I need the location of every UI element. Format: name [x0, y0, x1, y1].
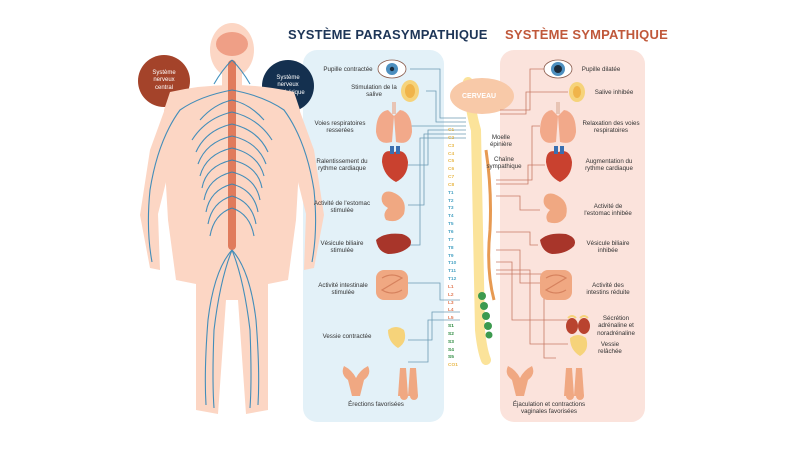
vertebra-c6: C6: [448, 167, 455, 173]
vertebra-t7: T7: [448, 237, 454, 243]
central-label: Système nerveux central: [152, 69, 176, 91]
sympathetic-title: SYSTÈME SYMPATHIQUE: [505, 27, 668, 42]
vertebra-t3: T3: [448, 206, 454, 212]
vertebra-c5: C5: [448, 159, 455, 165]
vertebra-l5: L5: [448, 316, 454, 322]
liver-icon-2: [540, 233, 575, 254]
lungs-icon-2: [540, 102, 576, 143]
stomach-icon-2: [543, 193, 567, 224]
vertebra-c8: C8: [448, 182, 455, 188]
vertebra-s4: S4: [448, 347, 454, 353]
uterus-icon: [342, 366, 370, 396]
symp-stomach-label: Activité de l'estomac inhibée: [584, 203, 632, 218]
vertebra-s1: S1: [448, 324, 454, 330]
vertebra-t10: T10: [448, 261, 457, 267]
uterus-icon-2: [506, 366, 534, 396]
symp-bladder-label: Vessie relâchée: [598, 341, 622, 356]
vertebrae-column: C1 C2 C3 C4 C5 C6 C7 C8 T1 T2 T3 T4 T5 T…: [448, 127, 458, 370]
vertebra-l3: L3: [448, 300, 454, 306]
liver-icon: [376, 233, 411, 254]
vertebra-c2: C2: [448, 135, 455, 141]
parasympathetic-panel: [303, 50, 444, 422]
vertebra-c1: C1: [448, 128, 455, 133]
brain-icon: [216, 32, 248, 56]
symp-intestine-label: Activité des intestins réduite: [586, 282, 630, 297]
spinal-cord-label: Moelle épinière: [489, 134, 513, 149]
vertebra-l1: L1: [448, 284, 454, 290]
vertebra-t2: T2: [448, 198, 454, 204]
dilated-eye-icon: [543, 59, 573, 79]
heart-icon: [382, 146, 408, 182]
symp-saliva-label: Salive inhibée: [594, 89, 634, 96]
para-stomach-label: Activité de l'estomac stimulée: [313, 200, 371, 215]
salivary-gland-icon: [401, 80, 419, 102]
stomach-icon: [381, 191, 405, 222]
bladder-icon-2: [570, 335, 588, 356]
para-intestine-label: Activité intestinale stimulée: [318, 282, 368, 297]
heart-icon-2: [546, 146, 572, 182]
vertebra-t12: T12: [448, 277, 457, 283]
symp-ejaculation-label: Éjaculation et contractions vaginales fa…: [512, 401, 586, 416]
human-body-figure: [140, 23, 324, 414]
adrenal-gland-icon: [566, 315, 590, 334]
vertebra-t1: T1: [448, 190, 454, 196]
para-pupil-label: Pupille contractée: [323, 66, 373, 73]
vertebra-s5: S5: [448, 355, 454, 361]
salivary-gland-icon-2: [569, 82, 585, 102]
intestine-icon: [376, 270, 408, 300]
vertebra-co1: CO1: [448, 363, 458, 369]
intestine-icon-2: [540, 270, 572, 300]
vertebra-t11: T11: [448, 269, 457, 275]
para-gallbladder-label: Vésicule biliaire stimulée: [320, 240, 364, 255]
central-brain-icon: [450, 78, 514, 114]
symp-heart-label: Augmentation du rythme cardiaque: [585, 158, 633, 173]
sympathetic-chain-label: Chaîne sympathique: [486, 156, 522, 171]
vertebra-c4: C4: [448, 151, 455, 157]
parasympathetic-title: SYSTÈME PARASYMPATHIQUE: [288, 27, 488, 42]
vertebra-s3: S3: [448, 339, 454, 345]
para-saliva-label: Stimulation de la salive: [351, 84, 397, 99]
symp-pupil-label: Pupille dilatée: [581, 66, 621, 73]
vertebra-t4: T4: [448, 214, 454, 220]
vertebra-l4: L4: [448, 308, 454, 314]
para-heart-label: Ralentissement du rythme cardiaque: [316, 158, 368, 173]
symp-airways-label: Relaxation des voies respiratoires: [582, 120, 640, 135]
male-reproductive-icon-2: [564, 368, 584, 400]
vertebra-l2: L2: [448, 292, 454, 298]
para-airways-label: Voies respiratoires resserées: [314, 120, 366, 135]
vertebra-c3: C3: [448, 143, 455, 149]
bladder-icon: [388, 327, 406, 348]
eye-icon: [377, 59, 407, 79]
symp-gallbladder-label: Vésicule biliaire inhibée: [586, 240, 630, 255]
male-reproductive-icon: [398, 368, 418, 400]
vertebra-c7: C7: [448, 175, 455, 181]
vertebra-t8: T8: [448, 245, 454, 251]
sympathetic-panel: [500, 50, 645, 422]
vertebra-t6: T6: [448, 229, 454, 235]
vertebra-t9: T9: [448, 253, 454, 259]
para-erection-label: Érections favorisées: [348, 401, 404, 408]
symp-adrenaline-label: Sécrétion adrénaline et noradrénaline: [597, 315, 635, 337]
para-bladder-label: Vessie contractée: [322, 333, 372, 340]
vertebra-t5: T5: [448, 222, 454, 228]
vertebra-s2: S2: [448, 331, 454, 337]
brain-label: CERVEAU: [462, 93, 497, 100]
lungs-icon: [376, 102, 412, 143]
